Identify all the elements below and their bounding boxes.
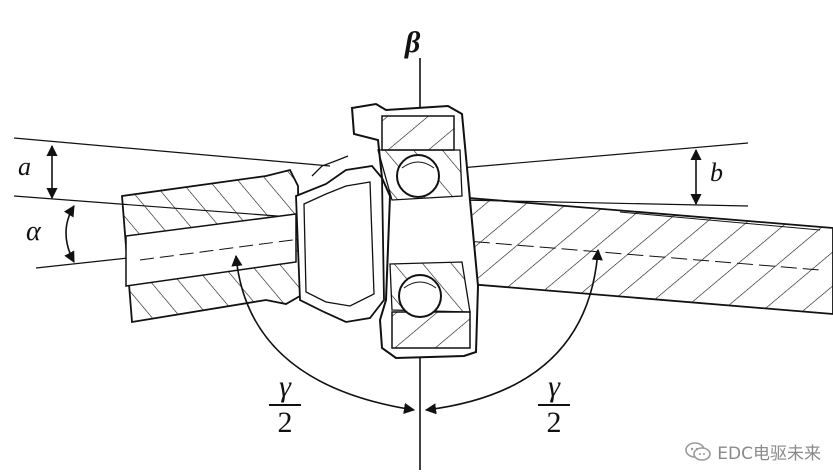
alpha-angle-arc [63, 205, 75, 263]
reference-line-right-upper [459, 142, 749, 169]
upper-ball [396, 154, 440, 198]
gamma-right-arc [424, 248, 603, 415]
gamma-left-arc [231, 254, 416, 414]
watermark-text: EDC电驱未来 [717, 444, 821, 464]
wechat-icon [685, 441, 712, 461]
label-b: b [710, 158, 723, 187]
label-alpha: α [26, 216, 41, 247]
joint-housing [295, 155, 385, 323]
label-a: a [18, 152, 31, 181]
watermark: EDC电驱未来 [685, 439, 821, 464]
label-beta: β [405, 26, 421, 59]
right-shaft [419, 193, 833, 315]
gamma-right-denominator: 2 [546, 406, 562, 439]
lower-ball [398, 274, 442, 318]
reference-line-upper [13, 137, 331, 167]
gamma-left-numerator: γ [279, 370, 291, 403]
gamma-left-denominator: 2 [277, 406, 293, 439]
gamma-right-numerator: γ [548, 370, 560, 403]
label-gamma-half-left: γ 2 [265, 372, 305, 438]
label-gamma-half-right: γ 2 [534, 372, 574, 438]
left-shaft [121, 168, 301, 324]
